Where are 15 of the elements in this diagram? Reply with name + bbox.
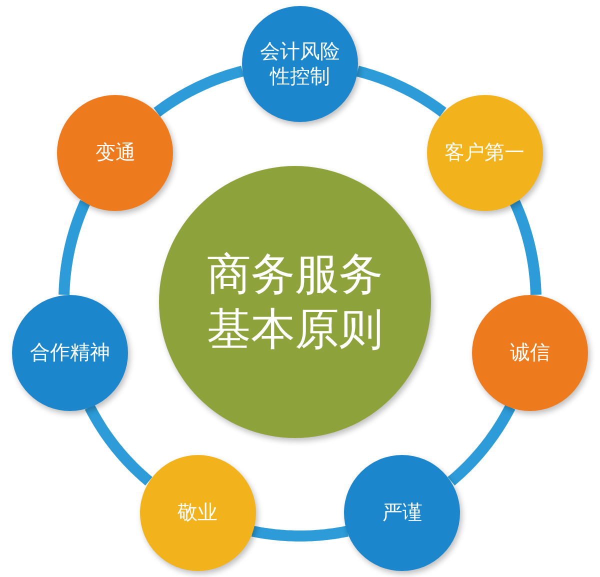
principle-label: 严谨	[381, 500, 424, 526]
ring-connector	[354, 66, 447, 117]
ring-connector	[84, 404, 152, 486]
ring-connector	[510, 198, 542, 298]
principle-label: 变通	[94, 140, 136, 166]
principle-label: 诚信	[509, 340, 552, 365]
ring-connector	[249, 526, 351, 542]
ring-connector	[448, 404, 516, 486]
principle-label: 合作精神	[28, 340, 111, 365]
principle-label: 客户第一	[444, 140, 526, 166]
ring-connector	[153, 66, 246, 117]
title-text: 商务服务基本原则	[206, 248, 384, 357]
principle-label: 会计风险性控制	[259, 39, 341, 89]
principle-label: 敬业	[176, 500, 219, 526]
ring-connector	[58, 198, 90, 298]
